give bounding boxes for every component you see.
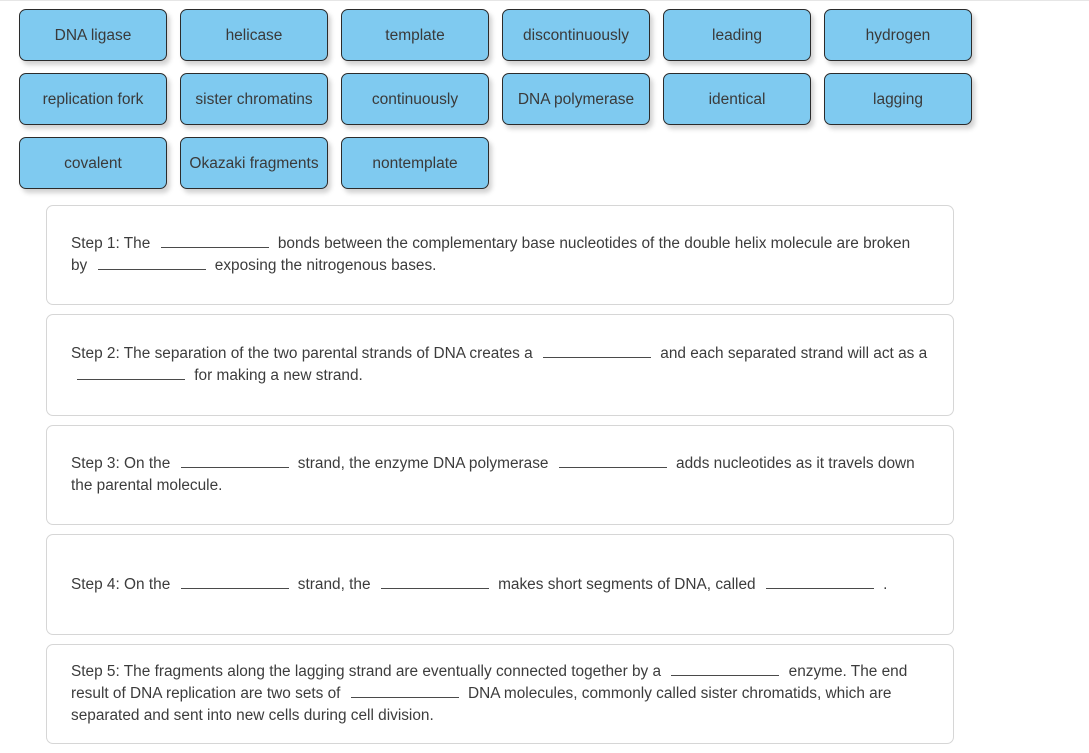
word-tile-label: template (385, 26, 445, 44)
step-text-segment: makes short segments of DNA, called (493, 575, 760, 593)
word-tile[interactable]: sister chromatins (180, 73, 328, 125)
step-text-segment: bonds between the complementary base nuc… (71, 235, 911, 274)
word-tile-label: sister chromatins (195, 90, 313, 108)
step-text-segment: DNA molecules, commonly called sister ch… (71, 685, 892, 724)
step-box[interactable]: Step 4: On the strand, the makes short s… (46, 534, 954, 635)
step-text-segment: Step 2: The separation of the two parent… (71, 345, 537, 362)
word-tile[interactable]: continuously (341, 73, 489, 125)
word-tile-label: identical (708, 90, 766, 108)
word-tile-label: lagging (873, 90, 923, 108)
word-tile-label: hydrogen (865, 26, 931, 44)
step-text-segment: for making a new strand. (190, 367, 363, 384)
word-tile-label: replication fork (42, 90, 144, 108)
word-tile-label: nontemplate (372, 154, 458, 172)
step-text-segment: and each separated strand will act as a (655, 345, 928, 362)
word-tile[interactable]: template (341, 9, 489, 61)
drop-blank[interactable] (77, 365, 185, 380)
steps-list: Step 1: The bonds between the complement… (46, 205, 954, 753)
step-text-segment: enzyme. The end result of DNA replicatio… (71, 663, 908, 702)
drop-blank[interactable] (180, 574, 289, 589)
step-text-segment: Step 1: The (71, 235, 155, 252)
step-text: Step 4: On the strand, the makes short s… (71, 574, 929, 596)
word-tile-label: Okazaki fragments (189, 155, 319, 172)
drop-blank[interactable] (350, 683, 459, 698)
step-box[interactable]: Step 2: The separation of the two parent… (46, 314, 954, 416)
step-text-segment: Step 5: The fragments along the lagging … (71, 663, 666, 680)
word-tile-label: continuously (371, 90, 459, 108)
word-tile[interactable]: replication fork (19, 73, 167, 125)
step-text-segment: strand, the enzyme DNA polymerase (293, 455, 553, 472)
drop-blank[interactable] (558, 453, 667, 468)
step-box[interactable]: Step 5: The fragments along the lagging … (46, 644, 954, 744)
step-text: Step 5: The fragments along the lagging … (71, 661, 929, 727)
word-tile-label: DNA polymerase (517, 90, 635, 108)
word-tile[interactable]: identical (663, 73, 811, 125)
drop-blank[interactable] (160, 233, 269, 248)
step-text-segment: adds nucleotides as it travels down the … (71, 455, 915, 494)
drop-blank[interactable] (671, 661, 780, 676)
word-bank-row: covalent Okazaki fragments nontemplate (19, 137, 1079, 189)
word-tile[interactable]: covalent (19, 137, 167, 189)
step-text: Step 2: The separation of the two parent… (71, 343, 929, 387)
word-bank: DNA ligase helicase template discontinuousl… (19, 9, 1079, 201)
step-text-segment: Step 4: On the (71, 575, 175, 593)
step-box[interactable]: Step 1: The bonds between the complement… (46, 205, 954, 305)
word-tile-label: leading (712, 26, 762, 44)
word-tile[interactable]: DNA ligase (19, 9, 167, 61)
word-tile[interactable]: hydrogen (824, 9, 972, 61)
word-tile[interactable]: leading (663, 9, 811, 61)
word-tile-label: discontinuously (523, 26, 629, 44)
word-bank-row: replication fork sister chromatins continu… (19, 73, 1079, 125)
word-tile[interactable]: discontinuously (502, 9, 650, 61)
drop-blank[interactable] (542, 343, 651, 358)
word-tile-label: DNA ligase (54, 26, 132, 44)
word-tile[interactable]: helicase (180, 9, 328, 61)
word-tile-label: helicase (225, 26, 283, 44)
word-tile[interactable]: Okazaki fragments (180, 137, 328, 189)
drop-blank[interactable] (765, 574, 874, 589)
word-bank-row: DNA ligase helicase template discontinuousl… (19, 9, 1079, 61)
word-tile[interactable]: lagging (824, 73, 972, 125)
drop-blank[interactable] (180, 453, 289, 468)
step-text: Step 1: The bonds between the complement… (71, 233, 929, 277)
step-text-segment: Step 3: On the (71, 455, 175, 472)
step-text: Step 3: On the strand, the enzyme DNA po… (71, 453, 929, 497)
word-tile[interactable]: DNA polymerase (502, 73, 650, 125)
word-tile-label: covalent (64, 154, 122, 172)
word-tile[interactable]: nontemplate (341, 137, 489, 189)
step-text-segment: strand, the (293, 575, 375, 593)
drop-blank[interactable] (380, 574, 489, 589)
drop-blank[interactable] (97, 255, 206, 270)
step-text-segment: . (878, 575, 888, 593)
top-divider (0, 0, 1089, 1)
step-text-segment: exposing the nitrogenous bases. (210, 257, 437, 274)
step-box[interactable]: Step 3: On the strand, the enzyme DNA po… (46, 425, 954, 525)
